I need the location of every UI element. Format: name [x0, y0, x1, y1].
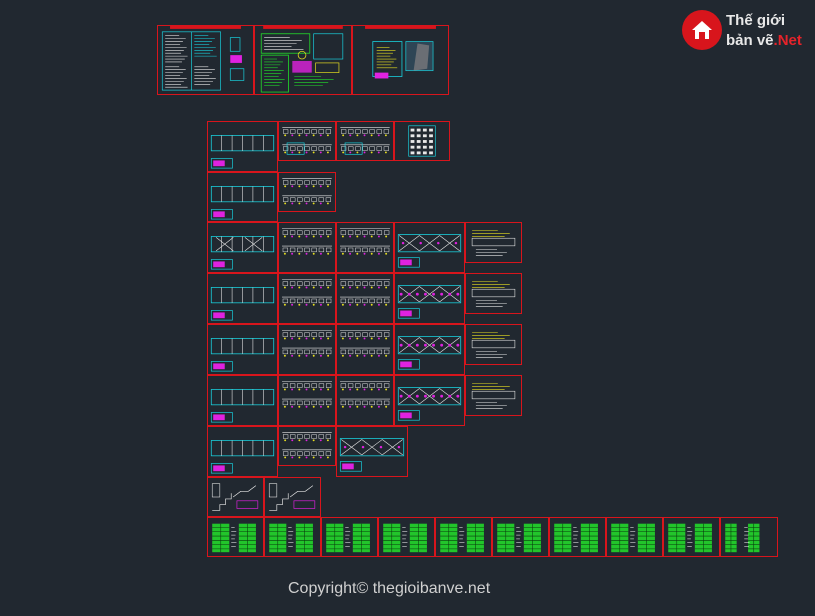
- sheet-r1-c3-drawing: [340, 127, 390, 155]
- sheet-r9-c1-drawing: [212, 523, 256, 553]
- sheet-r9-c5[interactable]: [435, 517, 492, 557]
- sheet-r9-c6[interactable]: [492, 517, 549, 557]
- sheet-r3-c1-drawing: [210, 236, 275, 270]
- sheet-r2-c1[interactable]: [207, 172, 278, 222]
- sheet-r5-c2-drawing: [282, 330, 332, 357]
- sheet-r7-c2-drawing: [282, 432, 332, 459]
- logo-circle: [682, 10, 722, 50]
- sheet-r9-c9-drawing: [668, 523, 712, 553]
- sheet-r5-c1[interactable]: [207, 324, 278, 375]
- sheet-r9-c3-drawing: [326, 523, 370, 553]
- sheet-r8-c1-drawing: [211, 483, 259, 511]
- sheet-r7-c2[interactable]: [278, 426, 336, 466]
- sheet-r8-c2[interactable]: [264, 477, 321, 517]
- sheet-r2-c1-drawing: [210, 186, 275, 220]
- sheet-r4-c3-drawing: [340, 279, 390, 306]
- sheet-r3-c1[interactable]: [207, 222, 278, 273]
- sheet-site-plan-drawing: [365, 26, 436, 79]
- sheet-r1-c1-drawing: [210, 135, 275, 169]
- sheet-r9-c2[interactable]: [264, 517, 321, 557]
- sheet-r3-c4-drawing: [397, 234, 462, 268]
- sheet-r9-c1[interactable]: [207, 517, 264, 557]
- sheet-r3-c2-drawing: [282, 228, 332, 255]
- sheet-r9-c9[interactable]: [663, 517, 720, 557]
- sheet-general-notes-drawing: [161, 26, 245, 91]
- sheet-r6-c2-drawing: [282, 381, 332, 408]
- sheet-r9-c8-drawing: [611, 523, 655, 553]
- sheet-r9-c4-drawing: [383, 523, 427, 553]
- sheet-r7-c3[interactable]: [336, 426, 408, 477]
- sheet-r9-c8[interactable]: [606, 517, 663, 557]
- sheet-general-notes[interactable]: [157, 25, 254, 95]
- sheet-r6-c3[interactable]: [336, 375, 394, 426]
- sheet-r5-c3-drawing: [340, 330, 390, 357]
- sheet-r3-c5-drawing: [471, 230, 516, 256]
- sheet-r4-c2-drawing: [282, 279, 332, 306]
- sheet-r1-c4-drawing: [408, 125, 436, 157]
- sheet-r1-c1[interactable]: [207, 121, 278, 172]
- sheet-r4-c3[interactable]: [336, 273, 394, 324]
- sheet-r5-c4-drawing: [397, 336, 462, 370]
- sheet-r5-c3[interactable]: [336, 324, 394, 375]
- sheet-r6-c5[interactable]: [465, 375, 522, 416]
- sheet-r4-c5-drawing: [471, 281, 516, 307]
- sheet-r4-c4-drawing: [397, 285, 462, 319]
- sheet-general-details[interactable]: [254, 25, 352, 95]
- sheet-r1-c4[interactable]: [394, 121, 450, 161]
- sheet-r7-c1[interactable]: [207, 426, 278, 477]
- sheet-r9-c10-drawing: [725, 523, 760, 553]
- sheet-r3-c3[interactable]: [336, 222, 394, 273]
- sheet-r9-c5-drawing: [440, 523, 484, 553]
- sheet-r4-c1[interactable]: [207, 273, 278, 324]
- sheet-r3-c3-drawing: [340, 228, 390, 255]
- brand-line2-main: bản vẽ: [726, 32, 774, 49]
- sheet-r9-c7[interactable]: [549, 517, 606, 557]
- sheet-r9-c7-drawing: [554, 523, 598, 553]
- sheet-r5-c4[interactable]: [394, 324, 465, 375]
- sheet-r5-c5[interactable]: [465, 324, 522, 365]
- sheet-r5-c2[interactable]: [278, 324, 336, 375]
- brand-logo: Thế giới bản vẽ.Net: [682, 10, 810, 54]
- sheet-r9-c10[interactable]: [720, 517, 778, 557]
- sheet-r5-c5-drawing: [471, 332, 516, 358]
- brand-line1: Thế giới: [726, 12, 785, 29]
- sheet-site-plan[interactable]: [352, 25, 449, 95]
- sheet-r1-c2[interactable]: [278, 121, 336, 161]
- sheet-r6-c1[interactable]: [207, 375, 278, 426]
- sheet-r3-c5[interactable]: [465, 222, 522, 263]
- sheet-r1-c2-drawing: [282, 127, 332, 155]
- sheet-r4-c4[interactable]: [394, 273, 465, 324]
- sheet-r6-c2[interactable]: [278, 375, 336, 426]
- sheet-r9-c3[interactable]: [321, 517, 378, 557]
- sheet-r6-c1-drawing: [210, 389, 275, 423]
- sheet-r4-c2[interactable]: [278, 273, 336, 324]
- sheet-r2-c2-drawing: [282, 178, 332, 205]
- sheet-r4-c5[interactable]: [465, 273, 522, 314]
- house-icon: [692, 21, 712, 39]
- sheet-r8-c2-drawing: [268, 483, 316, 511]
- sheet-r8-c1[interactable]: [207, 477, 264, 517]
- copyright-text: Copyright© thegioibanve.net: [288, 580, 491, 597]
- sheet-r1-c3[interactable]: [336, 121, 394, 161]
- sheet-r7-c3-drawing: [339, 438, 405, 472]
- sheet-r9-c2-drawing: [269, 523, 313, 553]
- sheet-r4-c1-drawing: [210, 287, 275, 321]
- sheet-r6-c4-drawing: [397, 387, 462, 421]
- sheet-r6-c3-drawing: [340, 381, 390, 408]
- sheet-r5-c1-drawing: [210, 338, 275, 372]
- sheet-r3-c2[interactable]: [278, 222, 336, 273]
- sheet-r7-c1-drawing: [210, 440, 275, 474]
- sheet-general-details-drawing: [260, 26, 344, 93]
- sheet-r6-c5-drawing: [471, 383, 516, 409]
- brand-line2: bản vẽ.Net: [726, 32, 802, 49]
- sheet-r2-c2[interactable]: [278, 172, 336, 212]
- sheet-r9-c4[interactable]: [378, 517, 435, 557]
- sheet-r3-c4[interactable]: [394, 222, 465, 273]
- sheet-r6-c4[interactable]: [394, 375, 465, 426]
- sheet-r9-c6-drawing: [497, 523, 541, 553]
- brand-line2-suffix: .Net: [773, 32, 802, 49]
